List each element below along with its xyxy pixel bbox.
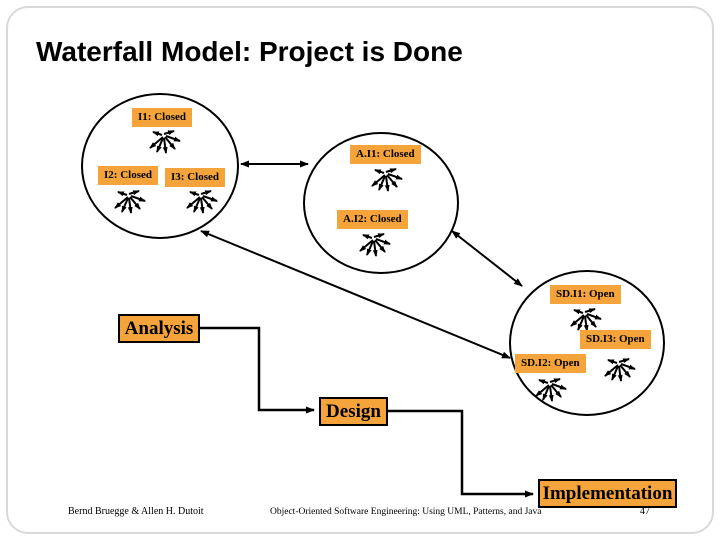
- issue-label-a-i2: A.I2: Closed: [337, 210, 408, 229]
- footer-authors: Bernd Bruegge & Allen H. Dutoit: [68, 506, 204, 517]
- issue-label-i1: I1: Closed: [132, 108, 192, 127]
- footer-page-number: 47: [640, 506, 650, 517]
- phase-box-design: Design: [319, 397, 388, 426]
- connector-design-to-implementation: [388, 409, 534, 498]
- issue-label-sd-i2: SD.I2: Open: [515, 354, 586, 373]
- issue-label-sd-i1: SD.I1: Open: [550, 285, 621, 304]
- slide-title: Waterfall Model: Project is Done: [36, 36, 463, 67]
- phase-box-analysis: Analysis: [118, 314, 200, 343]
- connector-analysis-systemdesign: [451, 230, 523, 287]
- connector-analysis-to-design: [200, 326, 315, 414]
- issue-label-a-i1: A.I1: Closed: [350, 145, 421, 164]
- issue-label-sd-i3: SD.I3: Open: [580, 330, 651, 349]
- connector-requirements-systemdesign: [200, 230, 511, 359]
- issue-label-i3: I3: Closed: [165, 168, 225, 187]
- phase-box-implementation: Implementation: [538, 479, 677, 508]
- issue-label-i2: I2: Closed: [98, 166, 158, 185]
- footer-book-title: Object-Oriented Software Engineering: Us…: [270, 507, 542, 517]
